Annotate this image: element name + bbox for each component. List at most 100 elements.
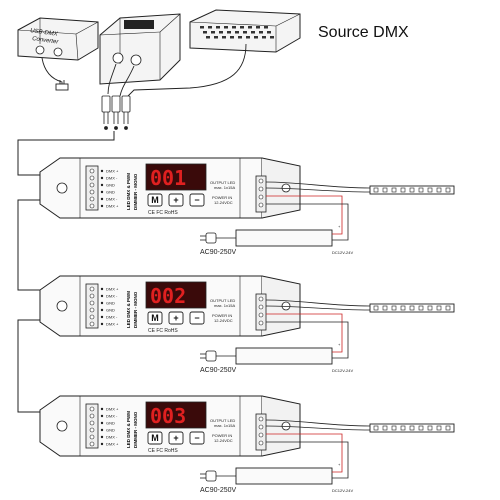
console-key — [232, 26, 236, 29]
terminal-screw-icon — [89, 196, 95, 202]
console-key — [224, 26, 228, 29]
display-address: 003 — [150, 404, 186, 428]
usb-dmx-converter: USB-DMX Converter — [17, 17, 99, 61]
terminal-screw-icon — [89, 441, 95, 447]
output-led-label: OUTPUT LED — [210, 418, 235, 423]
pin-dot — [100, 421, 104, 425]
decrement-button[interactable]: − — [189, 431, 205, 445]
terminal-screw-icon — [89, 427, 95, 433]
terminal-screw-icon — [89, 413, 95, 419]
source-cables — [41, 43, 247, 97]
led-chip-icon — [382, 425, 388, 431]
display-address: 002 — [150, 284, 186, 308]
terminal-screw-icon — [258, 178, 264, 184]
dmx-pin-label: DMX - — [106, 414, 118, 419]
dmx-pin-label: DMX + — [106, 204, 119, 209]
led-chip-icon — [427, 187, 433, 193]
led-chip-icon — [409, 425, 415, 431]
led-strip-wire — [265, 181, 371, 189]
output-terminal-block — [255, 413, 267, 451]
decrement-button[interactable]: − — [189, 193, 205, 207]
module-label-2: DIMMER - MONO — [133, 411, 138, 448]
module-label-1: LED DMX & PWM — [126, 411, 131, 448]
led-chip-icon — [373, 187, 379, 193]
dmx-console — [189, 9, 301, 53]
power-in-label: POWER IN — [212, 433, 232, 438]
terminal-screw-icon — [89, 300, 95, 306]
led-chip-icon — [391, 305, 397, 311]
led-chip-icon — [427, 425, 433, 431]
module-label-1: LED DMX & PWM — [126, 291, 131, 328]
ac-label: AC90-250V — [200, 487, 237, 494]
terminal-screw-icon — [89, 175, 95, 181]
increment-button-label: + — [173, 195, 178, 205]
power-spec: 12-24VDC — [214, 318, 233, 323]
terminal-screw-icon — [89, 182, 95, 188]
diagram-title: Source DMX — [318, 24, 409, 41]
dmx-pin-label: GND — [106, 301, 115, 306]
led-chip-icon — [436, 425, 442, 431]
terminal-screw-icon — [89, 168, 95, 174]
dmx-pin-label: DMX - — [106, 294, 118, 299]
cert-marks: CE FC RoHS — [148, 448, 178, 454]
mode-button-label: M — [151, 313, 159, 323]
mains-plug-icon — [205, 232, 217, 244]
converter-label-line2: Converter — [32, 36, 60, 46]
xlr-port-icon — [53, 47, 63, 57]
controller-screen — [124, 20, 154, 29]
decrement-button[interactable]: − — [189, 311, 205, 325]
dmx-pin-label: DMX - — [106, 315, 118, 320]
led-chip-icon — [445, 187, 451, 193]
console-key — [267, 31, 271, 34]
pin-dot — [100, 294, 104, 298]
positive-wire — [266, 313, 343, 353]
led-chip-icon — [400, 187, 406, 193]
xlr-port-icon — [112, 52, 124, 64]
console-key — [214, 36, 218, 39]
mounting-hole-icon — [56, 300, 68, 312]
pin-dot — [100, 428, 104, 432]
increment-button[interactable]: + — [168, 431, 184, 445]
increment-button[interactable]: + — [168, 193, 184, 207]
pin-dot — [100, 204, 104, 208]
led-strip-wire — [265, 305, 371, 311]
mode-button[interactable]: M — [147, 311, 163, 325]
xlr-port-icon — [130, 54, 142, 66]
console-key — [243, 31, 247, 34]
console-key — [246, 36, 250, 39]
console-key — [238, 36, 242, 39]
mode-button[interactable]: M — [147, 431, 163, 445]
led-strip-wire — [265, 299, 371, 307]
pin-dot — [100, 315, 104, 319]
console-key — [216, 26, 220, 29]
led-chip-icon — [391, 187, 397, 193]
negative-wire — [266, 203, 349, 241]
console-key — [219, 31, 223, 34]
pin-dot — [100, 176, 104, 180]
power-spec: 12-24VDC — [214, 438, 233, 443]
console-key — [200, 26, 204, 29]
terminal-screw-icon — [89, 420, 95, 426]
dmx-bus-wire — [17, 131, 115, 176]
console-key — [240, 26, 244, 29]
increment-button[interactable]: + — [168, 311, 184, 325]
module-label-2: DIMMER - MONO — [133, 291, 138, 328]
terminal-screw-icon — [258, 202, 264, 208]
console-key — [259, 31, 263, 34]
pin-dot — [100, 322, 104, 326]
negative-wire — [266, 321, 349, 359]
ac-label: AC90-250V — [200, 367, 237, 374]
positive-wire — [266, 433, 343, 473]
dmx-pin-label: DMX + — [106, 442, 119, 447]
mode-button[interactable]: M — [147, 193, 163, 207]
terminal-screw-icon — [258, 186, 264, 192]
plus-sign: + — [338, 342, 341, 347]
led-chip-icon — [409, 305, 415, 311]
power-supply — [235, 347, 333, 365]
cert-marks: CE FC RoHS — [148, 210, 178, 216]
console-key — [203, 31, 207, 34]
pin-dot — [100, 308, 104, 312]
pin-dot — [100, 414, 104, 418]
